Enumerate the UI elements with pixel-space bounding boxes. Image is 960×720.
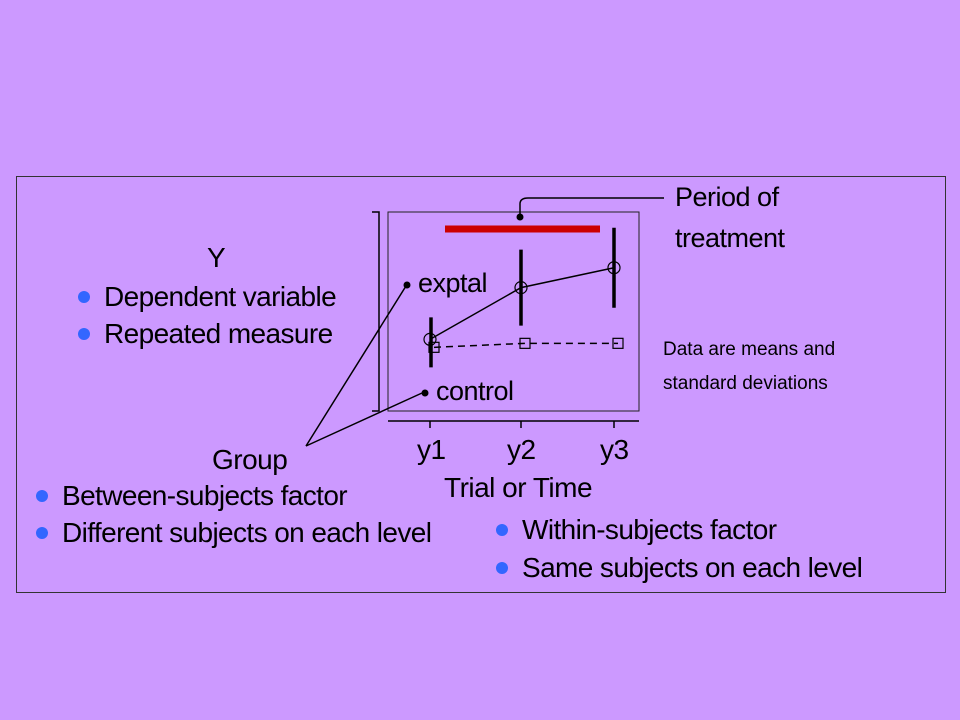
group-pointer-exptal [305,285,407,447]
point-exptal-y2 [514,281,528,295]
group-title: Group [212,444,288,475]
y-bullet-2-text: Repeated measure [104,318,333,349]
bullet-dot-icon [36,527,48,539]
point-control-y2 [519,337,531,349]
treatment-label-line-2: treatment [675,223,785,253]
series-label-control: control [436,376,514,406]
y-bullet-1-text: Dependent variable [104,281,337,312]
trial-title: Trial or Time [444,472,593,503]
group-bullet-2: Different subjects on each level [36,517,432,549]
diagram-frame [16,176,946,593]
note-line-2: standard deviations [663,373,828,394]
group-pointer-control [305,392,423,447]
x-tick-label-y3: y3 [600,434,629,465]
point-exptal-y1 [423,332,437,346]
treatment-pointer-dot [516,213,524,221]
treatment-label-line-1: Period of [675,182,779,212]
exptal-label-dot [403,281,411,289]
x-tick-label-y1: y1 [417,434,446,465]
note-line-1: Data are means and [663,339,836,360]
x-tick-label-y2: y2 [507,434,536,465]
bullet-dot-icon [78,291,90,303]
bullet-dot-icon [496,562,508,574]
y-title: Y [207,242,226,273]
series-label-exptal: exptal [418,268,488,298]
plot-box [387,211,640,412]
trial-bullet-2-text: Same subjects on each level [522,552,863,583]
trial-bullet-1-text: Within-subjects factor [522,514,777,545]
treatment-pointer [519,197,664,215]
bullet-dot-icon [496,524,508,536]
trial-bullet-1: Within-subjects factor [496,514,777,546]
bullet-dot-icon [36,490,48,502]
group-bullet-2-text: Different subjects on each level [62,517,432,548]
y-axis-bracket [372,211,380,412]
y-bullet-2: Repeated measure [78,318,333,350]
bullet-dot-icon [78,328,90,340]
group-bullet-1-text: Between-subjects factor [62,480,348,511]
group-bullet-1: Between-subjects factor [36,480,348,512]
point-control-y3 [612,337,624,349]
y-bullet-1: Dependent variable [78,281,337,313]
point-exptal-y3 [607,261,621,275]
trial-bullet-2: Same subjects on each level [496,552,863,584]
point-control-y1 [428,341,440,353]
series-line-exptal [429,266,615,341]
control-label-dot [421,389,429,397]
series-line-control [433,342,618,349]
